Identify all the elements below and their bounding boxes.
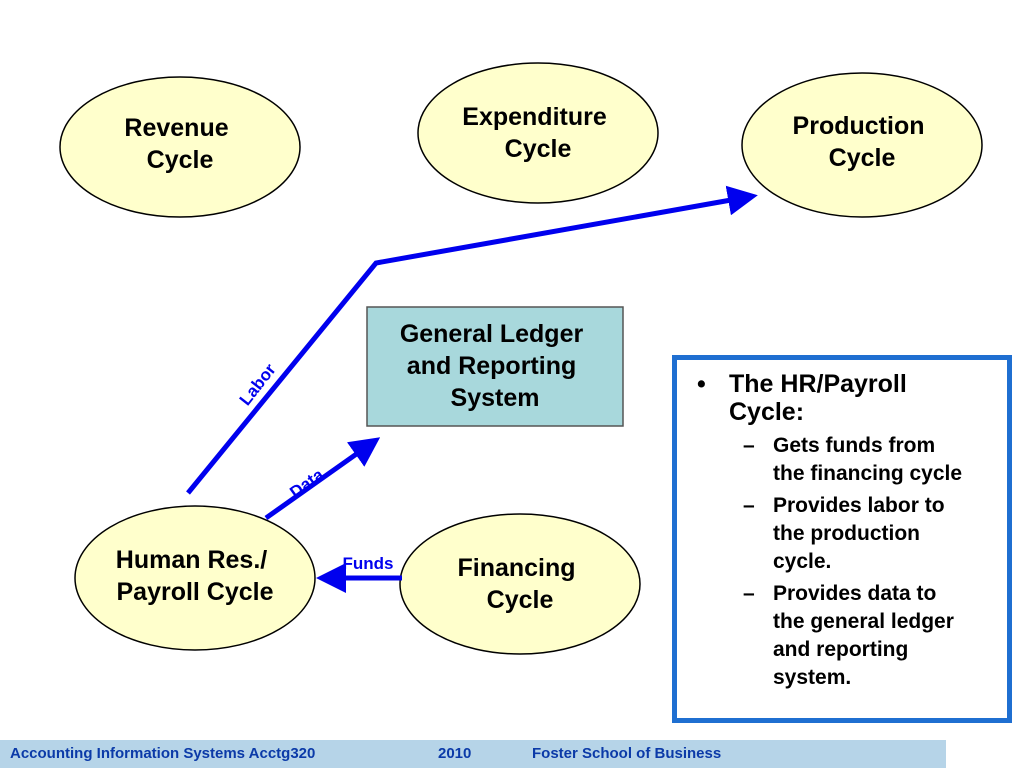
data-arrow <box>264 437 381 521</box>
production-cycle-node: Production Cycle <box>741 72 983 218</box>
panel-item-text: Provides labor to the production cycle. <box>773 492 945 576</box>
panel-item-line: cycle. <box>773 550 832 573</box>
panel-item-funds: – Gets funds from the financing cycle <box>691 432 997 488</box>
panel-item-line: and reporting <box>773 638 909 661</box>
panel-item-line: Provides labor to <box>773 494 945 517</box>
hr-payroll-line-2: Payroll Cycle <box>116 578 273 606</box>
production-cycle-line-2: Cycle <box>829 144 896 172</box>
svg-text:Revenue Cycle: Revenue Cycle <box>124 114 235 174</box>
panel-item-text: Gets funds from the financing cycle <box>773 432 962 488</box>
panel-item-line: Gets funds from <box>773 434 936 457</box>
hr-payroll-cycle-node: Human Res./ Payroll Cycle <box>74 505 316 651</box>
revenue-cycle-node: Revenue Cycle <box>59 76 301 218</box>
panel-item-line: the production <box>773 522 920 545</box>
footer-bar: Accounting Information Systems Acctg320 2… <box>0 740 946 768</box>
general-ledger-line-1: General Ledger <box>400 320 584 348</box>
footer-year: 2010 <box>438 745 472 762</box>
footer-course: Accounting Information Systems Acctg320 <box>10 745 316 762</box>
panel-item-line: system. <box>773 666 852 689</box>
labor-arrow <box>186 185 758 495</box>
panel-item-line: the general ledger <box>773 610 954 633</box>
general-ledger-node: General Ledger and Reporting System <box>366 306 624 427</box>
financing-line-2: Cycle <box>487 586 554 614</box>
bullet-mark: • <box>697 370 706 398</box>
panel-item-line: Provides data to <box>773 582 937 605</box>
panel-sub-list: – Gets funds from the financing cycle – … <box>691 432 997 692</box>
data-arrow-label: Data <box>286 465 327 502</box>
funds-arrow-label: Funds <box>343 554 394 573</box>
general-ledger-line-2: and Reporting <box>407 352 576 380</box>
revenue-cycle-line-1: Revenue <box>124 114 228 142</box>
dash-mark: – <box>743 434 755 457</box>
general-ledger-line-3: System <box>451 384 540 412</box>
revenue-cycle-line-2: Cycle <box>147 146 214 174</box>
expenditure-cycle-node: Expenditure Cycle <box>417 62 659 204</box>
panel-title-bullet: • The HR/Payroll Cycle: <box>691 370 997 426</box>
svg-text:Human Res./ Payroll Cycl: Human Res./ Payroll Cycle <box>116 546 274 606</box>
hr-payroll-summary-panel: • The HR/Payroll Cycle: – Gets funds fro… <box>672 355 1012 723</box>
panel-item-data: – Provides data to the general ledger an… <box>691 580 997 692</box>
panel-item-text: Provides data to the general ledger and … <box>773 580 954 692</box>
panel-title-line-2: Cycle: <box>729 398 805 426</box>
panel-item-labor: – Provides labor to the production cycle… <box>691 492 997 576</box>
financing-line-1: Financing <box>457 554 575 582</box>
hr-payroll-line-1: Human Res./ <box>116 546 267 574</box>
panel-title-line-1: The HR/Payroll <box>729 370 907 398</box>
panel-item-line: the financing cycle <box>773 462 963 485</box>
production-cycle-line-1: Production <box>793 112 925 140</box>
panel-title: The HR/Payroll Cycle: <box>729 370 907 426</box>
dash-mark: – <box>743 582 755 605</box>
labor-arrow-label: Labor <box>236 360 280 409</box>
dash-mark: – <box>743 494 755 517</box>
expenditure-cycle-line-1: Expenditure <box>462 103 607 131</box>
svg-text:Financing Cycle: Financing Cycle <box>457 554 582 614</box>
svg-text:Production Cycle: Production Cycle <box>793 112 932 172</box>
expenditure-cycle-line-2: Cycle <box>505 135 572 163</box>
footer-school: Foster School of Business <box>532 745 722 762</box>
financing-cycle-node: Financing Cycle <box>399 513 641 655</box>
svg-text:General Ledger and Repor: General Ledger and Reporting System <box>400 320 590 412</box>
svg-text:Expenditure Cycle: Expenditure Cycle <box>462 103 613 163</box>
